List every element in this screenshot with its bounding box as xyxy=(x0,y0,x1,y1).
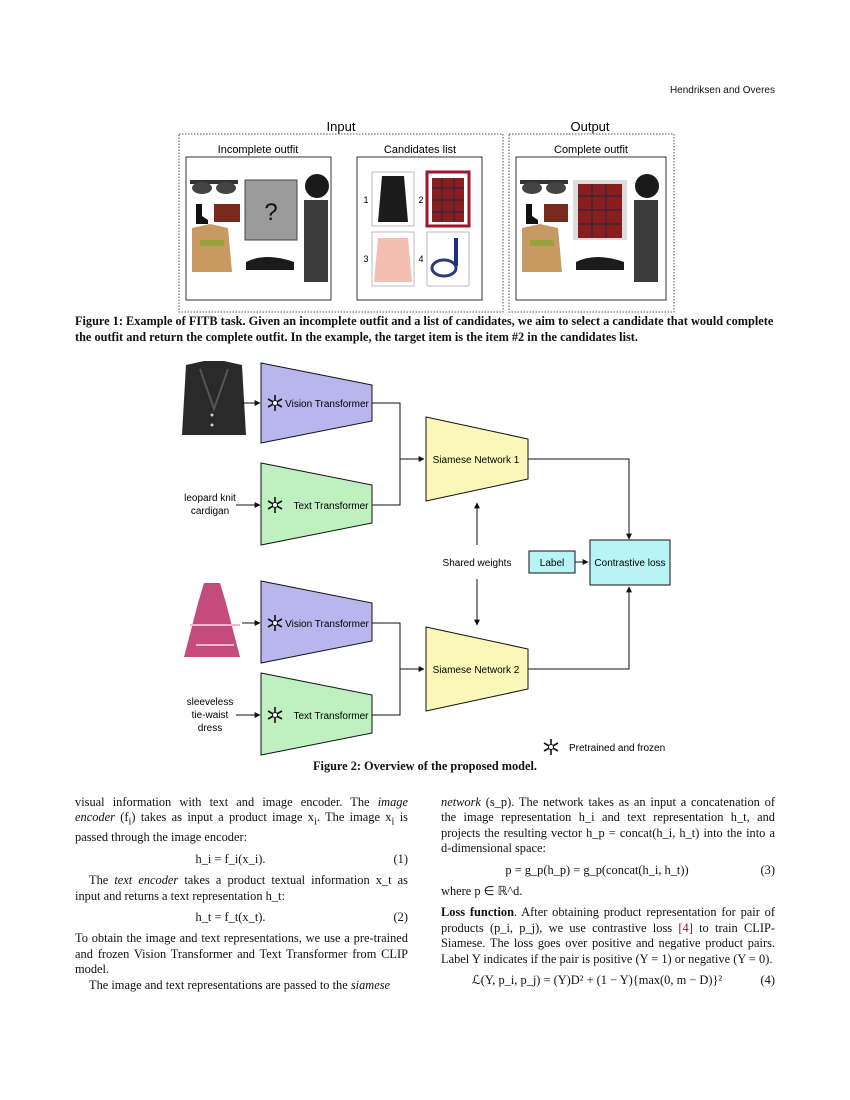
beanie-icon xyxy=(305,174,329,198)
siamese-network-1 xyxy=(425,416,529,502)
cardigan-image xyxy=(182,361,246,435)
equation-2-number: (2) xyxy=(393,909,408,924)
text-transformer-2 xyxy=(260,672,373,756)
equation-1-body: h_i = f_i(x_i). xyxy=(195,851,266,866)
vision-transformer-2 xyxy=(260,580,373,664)
text-transformer-1-label: Text Transformer xyxy=(293,501,369,512)
citation-link[interactable]: [4] xyxy=(678,920,693,935)
term-image-encoder: image encoder xyxy=(75,795,408,825)
text-span: (s_p). The network takes as an input a c… xyxy=(441,795,775,856)
siamese-1-label: Siamese Network 1 xyxy=(433,455,520,466)
legend-text: Pretrained and frozen xyxy=(569,743,665,754)
complete-outfit-label: Complete outfit xyxy=(554,144,628,156)
shared-weights-label: Shared weights xyxy=(443,558,512,569)
equation-1: h_i = f_i(x_i). (1) xyxy=(75,852,408,867)
equation-2: h_t = f_t(x_t). (2) xyxy=(75,910,408,925)
siamese-network-2 xyxy=(425,626,529,712)
candidate-number-3: 3 xyxy=(363,254,368,264)
incomplete-outfit-label: Incomplete outfit xyxy=(218,144,299,156)
text-transformer-1 xyxy=(260,462,373,546)
output-title: Output xyxy=(570,119,609,134)
output-frame xyxy=(508,133,675,313)
text-span: The xyxy=(89,873,115,888)
text-input-2-line1: sleeveless xyxy=(187,697,234,708)
input-title: Input xyxy=(327,119,356,134)
vision-transformer-1 xyxy=(260,362,373,444)
figure-2: leopard knit cardigan sleeveless tie-wai… xyxy=(182,361,671,756)
figure-1-caption: Figure 1: Example of FITB task. Given an… xyxy=(75,314,774,344)
equation-3-body: p = g_p(h_p) = g_p(concat(h_i, h_t)) xyxy=(505,862,689,877)
term-siamese: siamese xyxy=(350,977,391,992)
vision-transformer-1-label: Vision Transformer xyxy=(285,399,369,410)
text-span: . After obtaining product representation… xyxy=(441,905,775,935)
text-input-1-line1: leopard knit xyxy=(184,493,236,504)
text-span: ) takes as input a product image x xyxy=(131,810,314,825)
loss-function-heading: Loss function xyxy=(441,905,514,920)
equation-3: p = g_p(h_p) = g_p(concat(h_i, h_t)) (3) xyxy=(441,863,775,878)
running-header: Hendriksen and Overes xyxy=(669,85,775,96)
contrastive-loss-box xyxy=(589,539,671,586)
sunglasses-icon xyxy=(190,180,238,194)
dress-image xyxy=(184,583,240,657)
text-input-1-line2: cardigan xyxy=(191,506,229,517)
text-span: visual information with text and image e… xyxy=(75,795,378,809)
equation-3-number: (3) xyxy=(760,862,775,877)
text-span: (f xyxy=(114,810,129,825)
text-span: . The image x xyxy=(316,810,392,825)
missing-item-placeholder xyxy=(244,179,298,241)
paragraph-where: where p ∈ ℝ^d. xyxy=(441,884,523,899)
text-input-2-line2: tie-waist xyxy=(192,710,229,721)
subscript: i xyxy=(313,816,317,828)
text-input-2-line3: dress xyxy=(198,723,222,734)
text-transformer-2-label: Text Transformer xyxy=(293,711,369,722)
figure-1: Input Output Incomplete outfit ? Candida… xyxy=(178,119,675,313)
term-text-encoder: text encoder xyxy=(114,873,179,888)
paragraph-clip: To obtain the image and text representat… xyxy=(75,931,408,977)
wallet-icon xyxy=(214,204,240,222)
siamese-2-label: Siamese Network 2 xyxy=(433,665,520,676)
text-span: takes a product textual information x_t … xyxy=(75,873,408,903)
missing-mark: ? xyxy=(264,199,277,226)
term-network: network xyxy=(441,795,481,809)
equation-4-body: ℒ(Y, p_i, p_j) = (Y)D² + (1 − Y){max(0, … xyxy=(471,973,723,988)
sock-icon xyxy=(196,204,208,224)
left-column: visual information with text and image e… xyxy=(75,795,408,993)
jeans-icon xyxy=(304,200,328,282)
equation-4-number: (4) xyxy=(760,973,775,988)
input-frame xyxy=(178,133,504,313)
equation-1-number: (1) xyxy=(393,851,408,866)
candidate-number-1: 1 xyxy=(363,195,368,205)
equation-2-body: h_t = f_t(x_t). xyxy=(195,909,266,924)
legend-frozen-icon xyxy=(543,738,559,756)
subscript: i xyxy=(391,816,395,828)
candidate-number-2: 2 xyxy=(418,195,423,205)
candidate-number-4: 4 xyxy=(418,254,423,264)
contrastive-loss-text: Contrastive loss xyxy=(594,558,665,569)
figure-2-caption: Figure 2: Overview of the proposed model… xyxy=(313,759,537,773)
subscript: i xyxy=(128,816,132,828)
vision-transformer-2-label: Vision Transformer xyxy=(285,619,369,630)
cardigan-icon xyxy=(192,224,232,272)
sneaker-icon xyxy=(246,257,294,270)
text-span: is passed through the image encoder: xyxy=(75,810,408,845)
text-span: The image and text representations are p… xyxy=(89,977,351,992)
equation-4: ℒ(Y, p_i, p_j) = (Y)D² + (1 − Y){max(0, … xyxy=(441,973,775,988)
right-column: network (s_p). The network takes as an i… xyxy=(441,795,775,994)
candidates-list-label: Candidates list xyxy=(384,144,456,156)
text-span: to train CLIP-Siamese. The loss goes ove… xyxy=(441,920,775,966)
label-box-text: Label xyxy=(540,558,564,569)
